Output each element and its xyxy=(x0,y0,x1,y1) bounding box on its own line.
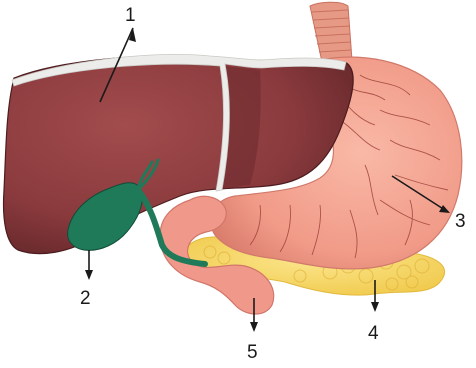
label-liver: 1 xyxy=(125,6,136,25)
arrowhead-duodenum xyxy=(250,322,258,332)
label-pancreas: 4 xyxy=(368,324,379,343)
label-duodenum: 5 xyxy=(247,343,258,362)
label-gallbladder: 2 xyxy=(80,289,91,308)
arrowhead-pancreas xyxy=(371,302,379,312)
label-stomach: 3 xyxy=(455,212,466,231)
esophagus xyxy=(310,2,352,62)
arrowhead-gallbladder xyxy=(85,270,93,280)
